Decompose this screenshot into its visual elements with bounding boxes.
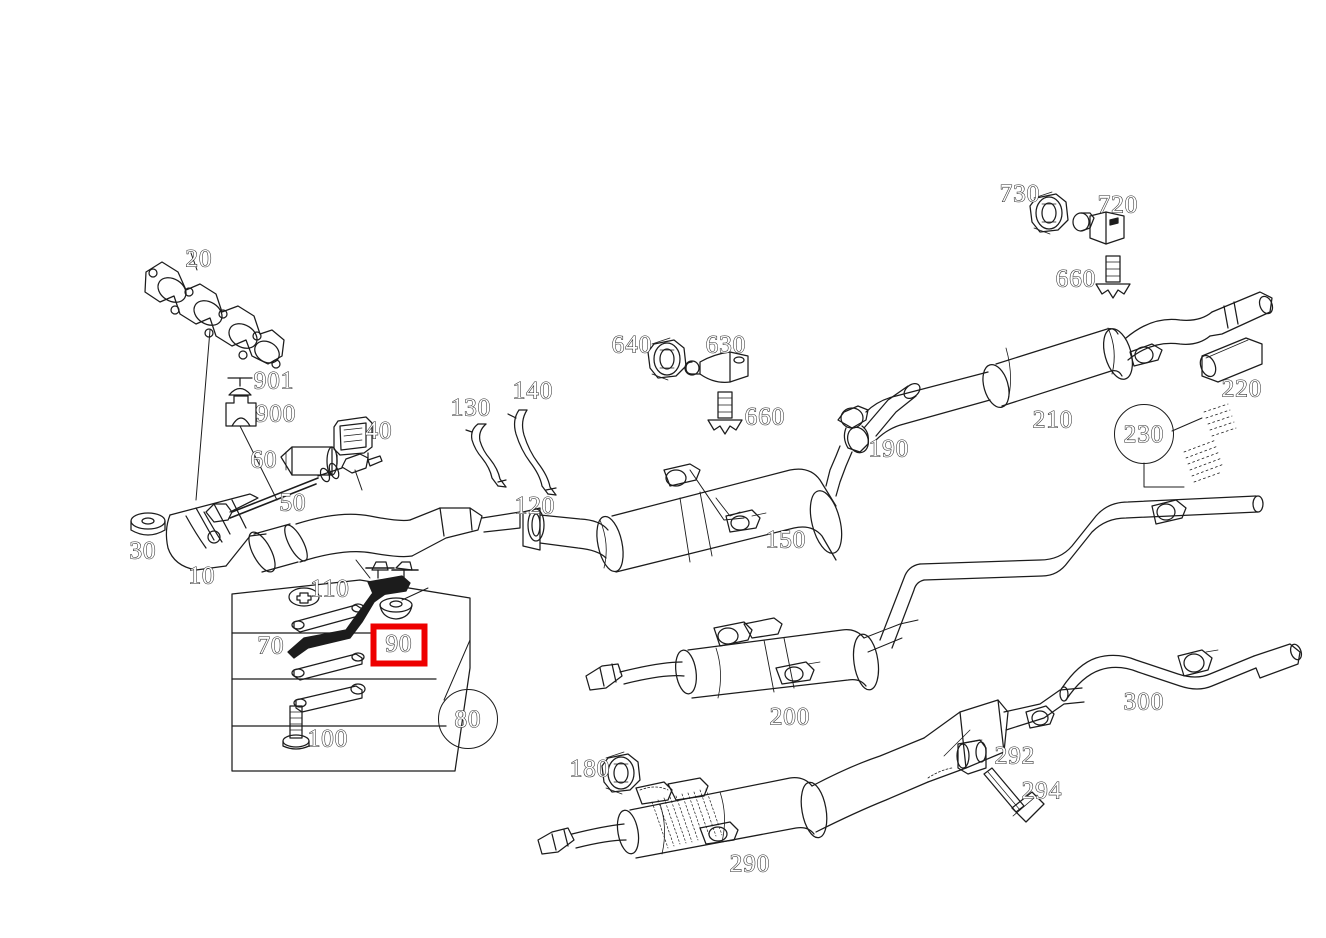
part-number-label-80: 80 <box>454 705 482 733</box>
part-number-label-200: 200 <box>769 703 811 731</box>
part-number-label-292: 292 <box>994 742 1036 770</box>
part-number-label-640: 640 <box>611 331 653 359</box>
part-300-tailpipe <box>1059 643 1303 702</box>
part-900-grommet <box>225 395 278 501</box>
part-130-clamp <box>465 423 507 488</box>
part-150-front-silencer <box>522 463 843 573</box>
highlighted-part-number-label-90: 90 <box>370 623 428 667</box>
part-number-label-50: 50 <box>279 489 307 517</box>
part-number-label-30: 30 <box>129 537 157 565</box>
part-number-label-130: 130 <box>450 394 492 422</box>
part-number-label-60: 60 <box>250 446 278 474</box>
part-60-sleeve <box>280 446 338 476</box>
part-number-label-100: 100 <box>307 725 349 753</box>
part-number-label-220: 220 <box>1221 375 1263 403</box>
part-number-label-190: 190 <box>868 435 910 463</box>
part-number-label-10: 10 <box>188 562 216 590</box>
part-10-manifold-catalyst <box>165 493 521 579</box>
part-660-rivet-left <box>707 391 743 435</box>
part-number-label-900: 900 <box>255 400 297 428</box>
part-number-label-70: 70 <box>257 632 285 660</box>
part-180-rubber-hanger <box>601 751 641 795</box>
part-210-rear-silencer <box>865 291 1274 441</box>
part-number-label-180: 180 <box>569 755 611 783</box>
part-100-bolt <box>282 705 310 750</box>
part-230-callout-hatch <box>1143 403 1237 488</box>
part-number-label-720: 720 <box>1097 191 1139 219</box>
part-number-label-730: 730 <box>999 180 1041 208</box>
part-number-label-210: 210 <box>1032 406 1074 434</box>
part-number-label-40: 40 <box>365 417 393 445</box>
part-30-nut <box>130 512 166 536</box>
part-number-label-120: 120 <box>514 492 556 520</box>
part-number-label-110: 110 <box>310 575 350 603</box>
part-720-hanger-bracket <box>1072 211 1125 245</box>
part-number-label-230: 230 <box>1123 420 1165 448</box>
part-220-tailpipe-trim <box>1199 337 1263 383</box>
part-number-label-630: 630 <box>705 331 747 359</box>
part-640-rubber-hanger <box>647 337 687 381</box>
part-230-pipe <box>879 495 1264 649</box>
part-callout-circle-230: 230 <box>1114 404 1174 464</box>
part-hanger-bracket-main <box>287 561 419 659</box>
part-901-cap <box>227 377 253 396</box>
part-110-washer <box>288 587 320 607</box>
part-290-rear-silencer <box>537 687 1085 859</box>
part-callout-circle-80: 80 <box>438 689 498 749</box>
part-number-label-901: 901 <box>253 367 295 395</box>
part-200-centre-silencer <box>585 617 919 699</box>
part-number-label-290: 290 <box>729 850 771 878</box>
part-660-rivet-right <box>1095 255 1131 299</box>
part-140-clamp <box>507 409 557 496</box>
part-730-rubber-hanger <box>1029 191 1069 235</box>
part-number-label-300: 300 <box>1123 688 1165 716</box>
part-294-bolt <box>983 767 1045 823</box>
part-number-label-140: 140 <box>512 377 554 405</box>
part-190-connecting-pipe <box>825 382 921 497</box>
detail-box-80 <box>231 579 471 772</box>
part-90-rubber-mount <box>379 587 429 620</box>
part-number-label-660: 660 <box>1055 265 1097 293</box>
part-number-label-294: 294 <box>1021 777 1063 805</box>
part-number-label-660: 660 <box>744 403 786 431</box>
part-number-label-150: 150 <box>765 526 807 554</box>
part-number-label-20: 20 <box>185 245 213 273</box>
part-292-spacer-bushing <box>956 739 987 775</box>
part-630-hanger-bracket <box>684 351 749 383</box>
part-20-manifold-gasket <box>144 252 285 501</box>
